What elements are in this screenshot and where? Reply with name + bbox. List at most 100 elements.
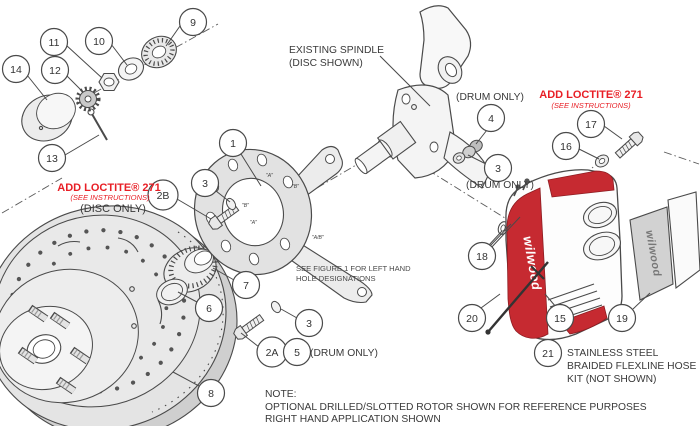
label-hose-kit-line2: BRAIDED FLEXLINE HOSE <box>567 361 696 372</box>
callout-8: 8 <box>196 378 226 408</box>
cotter-pin <box>87 108 108 141</box>
label-drum-only-middle: (DRUM ONLY) <box>466 180 534 191</box>
label-add-loctite-right: ADD LOCTITE® 271 <box>539 89 642 101</box>
axis-fragment-right <box>663 151 700 165</box>
callout-20: 20 <box>457 303 487 333</box>
callout-12: 12 <box>40 55 70 85</box>
callout-16-number: 16 <box>560 141 572 153</box>
flat-washer <box>117 57 145 81</box>
callout-9-number: 9 <box>190 17 196 29</box>
hole-letter-b: "B" <box>242 203 249 209</box>
callout-3-right: 3 <box>483 153 513 183</box>
callout-1-number: 1 <box>230 138 236 150</box>
rotor-slots <box>57 237 163 325</box>
washer-3-lower <box>270 300 282 314</box>
callout-11-number: 11 <box>49 37 60 49</box>
wheel-stud <box>55 376 77 395</box>
caliper-bracket: "A" "B" "B" "A" "A/B" <box>193 145 373 304</box>
pad-retaining-pin <box>485 261 549 335</box>
label-hose-kit-line3: KIT (NOT SHOWN) <box>567 374 656 385</box>
caliper-bore-inner <box>588 235 616 257</box>
callout-3-upper: 3 <box>190 168 220 198</box>
rotor-slot <box>57 240 81 247</box>
bleed-screws <box>513 178 530 197</box>
callout-2A-number: 2A <box>266 347 279 359</box>
callout-10-number: 10 <box>93 36 105 48</box>
callout-19: 19 <box>607 303 637 333</box>
callout-15-number: 15 <box>554 313 566 325</box>
callout-3-number: 3 <box>495 163 501 175</box>
caliper-red-top <box>547 170 615 198</box>
label-see-instructions-left: (SEE INSTRUCTIONS) <box>70 193 150 202</box>
label-see-figure-line1: SEE FIGURE 1 FOR LEFT HAND <box>296 264 411 273</box>
spindle-shaft <box>354 120 417 175</box>
spindle <box>354 5 491 189</box>
note-line1: OPTIONAL DRILLED/SLOTTED ROTOR SHOWN FOR… <box>265 402 647 413</box>
callout-9: 9 <box>178 7 208 37</box>
label-existing-spindle-line1: EXISTING SPINDLE <box>289 45 384 56</box>
callout-3-number: 3 <box>306 318 312 330</box>
callout-4-number: 4 <box>488 113 494 125</box>
wheel-stud <box>17 346 39 365</box>
callout-6: 6 <box>194 293 224 323</box>
spindle-nut <box>98 72 120 92</box>
nut-retainer-gear <box>75 86 101 112</box>
label-existing-spindle-line2: (DISC SHOWN) <box>289 58 363 69</box>
leader-lines <box>26 25 651 387</box>
spindle-flange-pin <box>411 104 417 110</box>
caliper-bore <box>583 231 621 261</box>
callout-19-number: 19 <box>616 313 628 325</box>
callout-17-number: 17 <box>585 119 597 131</box>
brake-pad-outer <box>667 191 700 290</box>
label-see-instructions-right: (SEE INSTRUCTIONS) <box>551 101 631 110</box>
bracket-upper-ear-hole <box>325 154 335 164</box>
caliper-assembly: wilwood wilwood <box>505 169 700 341</box>
callout-17: 17 <box>576 109 606 139</box>
axis-fragment-left <box>1 177 63 214</box>
wheel-stud <box>49 311 71 330</box>
caliper-red-band <box>506 187 549 339</box>
label-drum-only-top: (DRUM ONLY) <box>456 92 524 103</box>
label-drum-only-bottom: (DRUM ONLY) <box>310 348 378 359</box>
callout-7: 7 <box>231 270 261 300</box>
callout-12-number: 12 <box>49 65 61 77</box>
callout-14: 14 <box>1 54 31 84</box>
bracket-lower-arm <box>287 241 373 304</box>
callout-8-number: 8 <box>208 388 214 400</box>
callout-21: 21 <box>533 338 563 368</box>
callout-10: 10 <box>84 26 114 56</box>
callout-16: 16 <box>551 131 581 161</box>
callout-4: 4 <box>476 103 506 133</box>
bracket-hole-letters: "A" "B" "B" "A" "A/B" <box>242 173 324 241</box>
hole-letter-a: "A" <box>250 220 257 226</box>
callout-14-number: 14 <box>10 64 22 76</box>
callout-5-number: 5 <box>294 347 300 359</box>
spindle-arm-boss-hole <box>444 62 458 78</box>
label-disc-only: (DISC ONLY) <box>80 203 146 215</box>
callouts: 14 12 11 10 9 13 1 2B 3 4 3 17 16 18 20 … <box>1 7 637 408</box>
callout-2B: 2B <box>147 179 179 211</box>
caliper-red-bottom <box>559 305 608 335</box>
dust-cap-hole <box>38 125 44 131</box>
caliper-bolt-17 <box>614 131 644 159</box>
callout-2A: 2A <box>256 336 288 368</box>
drum-washers <box>452 139 483 164</box>
rotor-slot <box>117 237 139 253</box>
callout-13-number: 13 <box>46 153 58 165</box>
spindle-flange-hole <box>429 141 439 153</box>
callout-18: 18 <box>467 241 497 271</box>
hole-letter-a: "A" <box>266 173 273 179</box>
dust-cap <box>21 92 76 142</box>
bearing-race-seal <box>156 278 188 306</box>
hub-bore-inner <box>32 339 56 359</box>
callout-20-number: 20 <box>466 313 478 325</box>
label-hose-kit-line1: STAINLESS STEEL <box>567 348 659 359</box>
callout-5: 5 <box>282 337 312 367</box>
wheel-stud <box>69 346 91 365</box>
label-add-loctite-left: ADD LOCTITE® 271 <box>57 182 160 194</box>
bracket-lower-ear-hole <box>357 287 367 297</box>
spindle-steering-arm <box>443 131 491 189</box>
callout-13: 13 <box>37 143 67 173</box>
